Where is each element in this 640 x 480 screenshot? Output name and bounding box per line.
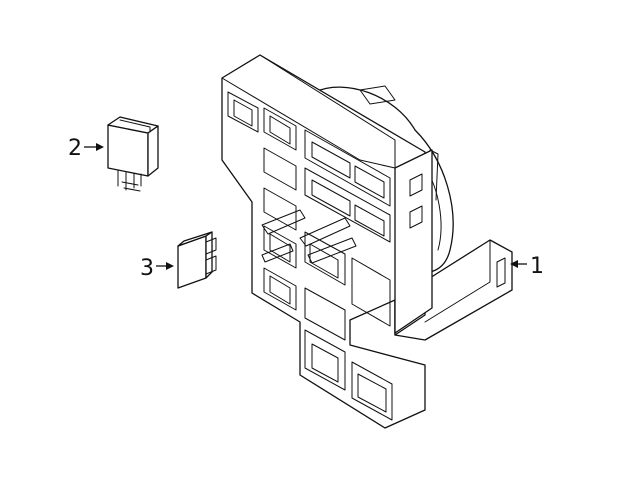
callout-3-arrow: [166, 262, 174, 270]
callout-1-label: 1: [530, 254, 544, 279]
callout-2-arrow: [96, 143, 104, 151]
cavity-grid: [227, 91, 393, 421]
relay: [107, 116, 159, 192]
callout-3: 3: [140, 256, 174, 281]
callout-2-label: 2: [68, 136, 82, 161]
callout-1-arrow: [510, 260, 518, 268]
fuse: [177, 231, 217, 289]
callout-2: 2: [68, 136, 104, 161]
callout-3-label: 3: [140, 256, 154, 281]
box-side: [394, 149, 433, 334]
callout-1: 1: [510, 254, 544, 279]
fuse-relay-box: [221, 54, 513, 429]
